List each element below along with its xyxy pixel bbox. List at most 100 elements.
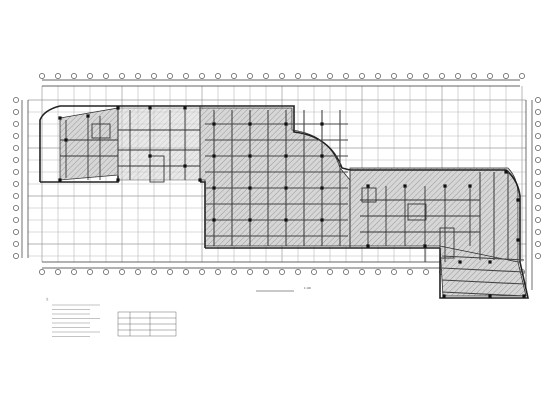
axis-bubble	[535, 109, 541, 115]
axis-bubble	[407, 73, 413, 79]
axis-bubble	[343, 73, 349, 79]
column	[488, 294, 492, 298]
hatched-slab-regions	[59, 107, 527, 297]
column	[248, 218, 252, 222]
axis-bubble	[151, 73, 157, 79]
column	[116, 178, 120, 182]
notes-heading: 注	[46, 297, 49, 301]
column	[116, 106, 120, 110]
axis-bubble	[13, 109, 19, 115]
axis-bubble	[87, 269, 93, 275]
axis-bubble	[39, 73, 45, 79]
axis-bubble	[279, 73, 285, 79]
notes-lines	[52, 304, 100, 337]
axis-bubble	[359, 73, 365, 79]
axis-bubble	[375, 73, 381, 79]
column	[183, 164, 187, 168]
beam-diagonal	[441, 255, 525, 261]
column	[516, 198, 520, 202]
axis-bubble	[71, 269, 77, 275]
axis-bubble	[71, 73, 77, 79]
beam-diagonal	[441, 279, 525, 285]
column	[148, 106, 152, 110]
axis-bubble	[327, 269, 333, 275]
column	[86, 114, 90, 118]
axis-bubble	[167, 73, 173, 79]
axis-bubble	[327, 73, 333, 79]
axis-bubble	[535, 217, 541, 223]
right-core-internal-walls	[360, 186, 480, 262]
axis-bubble	[167, 269, 173, 275]
axis-bubble	[231, 73, 237, 79]
axis-bubble	[199, 269, 205, 275]
axis-bubble	[439, 73, 445, 79]
column	[248, 186, 252, 190]
axis-bubble	[13, 205, 19, 211]
axis-bubble	[103, 73, 109, 79]
axis-bubble	[135, 269, 141, 275]
axis-bubble	[199, 73, 205, 79]
column	[183, 106, 187, 110]
column	[366, 184, 370, 188]
axis-bubble	[247, 269, 253, 275]
column	[248, 122, 252, 126]
axis-bubble	[13, 169, 19, 175]
axis-bubble	[535, 145, 541, 151]
column	[284, 186, 288, 190]
axis-bubble	[455, 73, 461, 79]
column	[522, 294, 526, 298]
axis-bubble	[55, 269, 61, 275]
axis-bubble	[311, 73, 317, 79]
axis-bubble	[487, 73, 493, 79]
axis-bubble	[215, 73, 221, 79]
axis-bubble	[279, 269, 285, 275]
beam-diagonal	[441, 267, 525, 273]
axis-bubble	[375, 269, 381, 275]
axis-bubble	[215, 269, 221, 275]
axis-bubble	[231, 269, 237, 275]
axis-bubble	[471, 73, 477, 79]
axis-bubble	[103, 269, 109, 275]
axis-bubble	[391, 73, 397, 79]
axis-bubble	[535, 169, 541, 175]
axis-bubble	[247, 73, 253, 79]
axis-bubble	[119, 269, 125, 275]
axis-bubble	[55, 73, 61, 79]
column	[516, 238, 520, 242]
axis-bubble	[13, 157, 19, 163]
column	[320, 122, 324, 126]
slab-central	[199, 107, 351, 247]
column	[488, 260, 492, 264]
axis-bubble	[263, 73, 269, 79]
column	[212, 186, 216, 190]
axis-bubble	[13, 121, 19, 127]
axis-bubble	[535, 121, 541, 127]
wall-outlines	[39, 105, 529, 299]
axis-bubble	[391, 269, 397, 275]
axis-bubble	[311, 269, 317, 275]
axis-bubble	[13, 193, 19, 199]
legend-table	[117, 311, 177, 337]
column	[458, 260, 462, 264]
column	[320, 218, 324, 222]
axis-bubble	[13, 133, 19, 139]
column	[212, 218, 216, 222]
axis-bubble	[135, 73, 141, 79]
axis-bubble	[263, 269, 269, 275]
axis-bubble	[535, 133, 541, 139]
notes-block: 注	[46, 297, 100, 337]
column	[284, 122, 288, 126]
column	[248, 154, 252, 158]
axis-bubble	[39, 269, 45, 275]
column	[423, 244, 427, 248]
axis-bubble	[535, 253, 541, 259]
axis-bubble	[519, 73, 525, 79]
column	[403, 184, 407, 188]
column	[64, 138, 68, 142]
axis-bubble	[535, 181, 541, 187]
axis-bubble	[183, 269, 189, 275]
axis-bubble	[535, 229, 541, 235]
slab-left-block	[59, 107, 119, 181]
column	[320, 154, 324, 158]
